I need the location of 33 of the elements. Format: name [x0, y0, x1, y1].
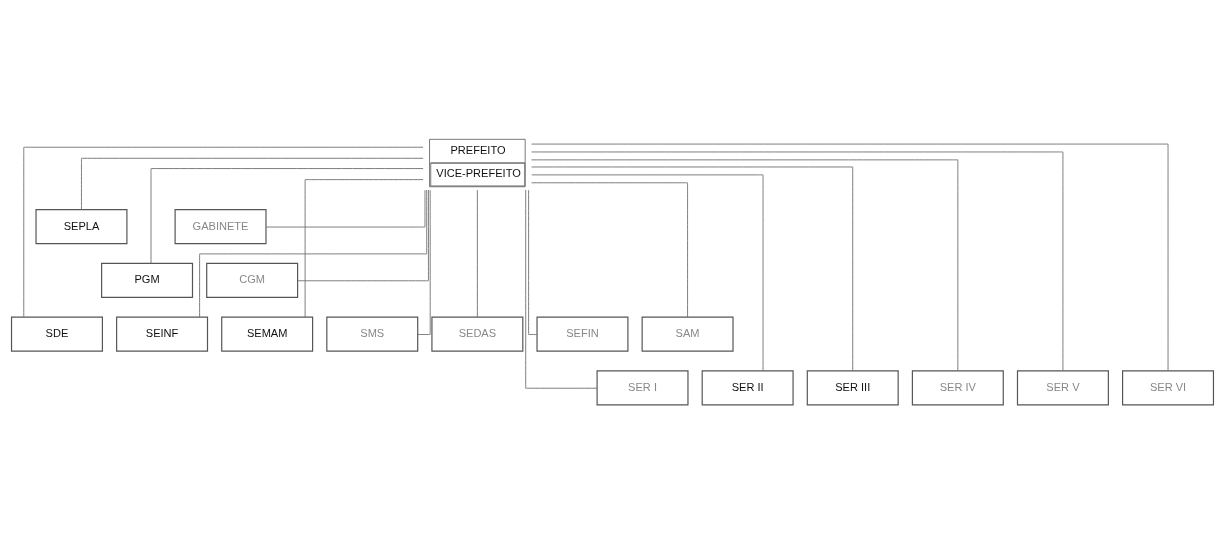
- node-box: GABINETE: [174, 209, 267, 245]
- node-box: SER V: [1016, 370, 1109, 406]
- node-box: SER VI: [1122, 370, 1215, 406]
- node-box: PGM: [101, 262, 194, 298]
- connector: [297, 189, 429, 282]
- connector: [304, 179, 424, 318]
- node-box: SDE: [10, 316, 103, 352]
- node-box: SEMAM: [221, 316, 314, 352]
- node-box: SEPLA: [35, 209, 128, 245]
- connector: [150, 168, 424, 264]
- connector: [531, 182, 689, 318]
- connector: [531, 151, 1064, 371]
- node-box: SER II: [701, 370, 794, 406]
- connector: [476, 189, 478, 318]
- node-box: SER III: [806, 370, 899, 406]
- connector: [23, 146, 424, 318]
- node-box: SMS: [326, 316, 419, 352]
- node-box: SEFIN: [536, 316, 629, 352]
- node-box: SER I: [596, 370, 689, 406]
- connector: [528, 189, 538, 335]
- connector: [199, 189, 428, 318]
- connector: [525, 189, 598, 389]
- connector: [531, 174, 764, 372]
- node-box: CGM: [206, 262, 299, 298]
- node-box: SEDAS: [431, 316, 524, 352]
- connector: [531, 159, 959, 372]
- node-box: SER IV: [911, 370, 1004, 406]
- connector: [531, 166, 854, 371]
- connector: [265, 189, 426, 228]
- node-box: SAM: [641, 316, 734, 352]
- node-box: SEINF: [116, 316, 209, 352]
- connector: [81, 157, 424, 210]
- connector: [531, 143, 1169, 372]
